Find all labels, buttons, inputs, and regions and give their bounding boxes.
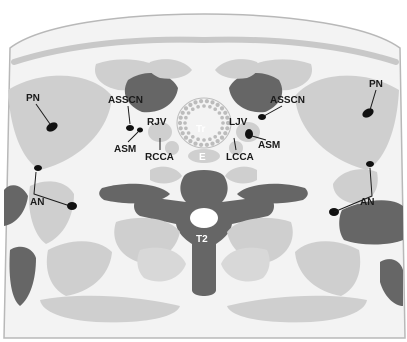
trachea-ring-dot [216, 103, 220, 107]
trachea-ring-dot [202, 104, 206, 108]
label-pn-left: PN [26, 93, 40, 104]
trachea-ring-dot [188, 139, 192, 143]
trachea-ring-dot [196, 105, 200, 109]
trachea-ring-dot [205, 143, 209, 147]
trachea-ring-dot [210, 100, 214, 104]
ansa-subclavia-nerve-left-b [137, 128, 143, 133]
trachea-ring-dot [205, 99, 209, 103]
trachea-ring-dot [187, 131, 191, 135]
trachea-ring-dot [184, 127, 188, 131]
trachea-ring-dot [183, 121, 187, 125]
label-an-left: AN [30, 197, 44, 208]
label-rcca: RCCA [145, 152, 174, 163]
trachea-ring-dot [216, 139, 220, 143]
trachea-ring-dot [193, 142, 197, 146]
spinal-canal [190, 208, 218, 228]
ansa-subclavia-nerve-left-a [126, 125, 134, 131]
label-lcca: LCCA [226, 152, 254, 163]
label-asm-right: ASM [258, 140, 280, 151]
trachea-ring-dot [208, 105, 212, 109]
trachea-ring-dot [199, 143, 203, 147]
trachea-ring-dot [223, 131, 227, 135]
trachea-ring-dot [220, 136, 224, 140]
trachea-ring-dot [202, 138, 206, 142]
trachea-ring-dot [191, 135, 195, 139]
trachea-ring-dot [213, 107, 217, 111]
label-e: E [199, 152, 206, 163]
trachea-ring-dot [193, 100, 197, 104]
trachea-ring-dot [218, 111, 222, 115]
trachea-ring-dot [220, 116, 224, 120]
trachea-ring-dot [220, 127, 224, 131]
ansa-subclavia-nerve-right-a [258, 114, 266, 120]
trachea-ring-dot [213, 135, 217, 139]
trachea-ring-dot [184, 116, 188, 120]
trachea-ring-dot [179, 126, 183, 130]
label-rjv: RJV [147, 117, 167, 128]
trachea-ring-dot [184, 106, 188, 110]
trachea-ring-dot [188, 103, 192, 107]
trachea-ring-dot [181, 111, 185, 115]
trachea-ring-dot [208, 137, 212, 141]
label-t2: T2 [196, 234, 208, 245]
label-ljv: LJV [229, 117, 248, 128]
trachea-ring-dot [199, 99, 203, 103]
trachea-ring-dot [218, 131, 222, 135]
label-asscn-left: ASSCN [108, 95, 143, 106]
label-pn-right: PN [369, 79, 383, 90]
trachea-ring-dot [184, 136, 188, 140]
trachea-ring-dot [221, 121, 225, 125]
trachea-ring-dot [187, 111, 191, 115]
ansa-subclavia-nerve-right-b [245, 129, 253, 139]
trachea-ring-dot [223, 111, 227, 115]
trachea-ring-dot [181, 131, 185, 135]
trachea-ring-dot [191, 107, 195, 111]
label-asm-left: ASM [114, 144, 136, 155]
trachea-ring-dot [220, 106, 224, 110]
label-tr: Tr [196, 124, 206, 135]
trachea-ring-dot [179, 116, 183, 120]
trachea-ring-dot [178, 121, 182, 125]
trachea-ring-dot [210, 142, 214, 146]
accessory-nerve-right-a [366, 161, 374, 167]
accessory-nerve-left-a [34, 165, 42, 171]
label-an-right: AN [360, 197, 374, 208]
label-asscn-right: ASSCN [270, 95, 305, 106]
trachea-ring-dot [196, 137, 200, 141]
